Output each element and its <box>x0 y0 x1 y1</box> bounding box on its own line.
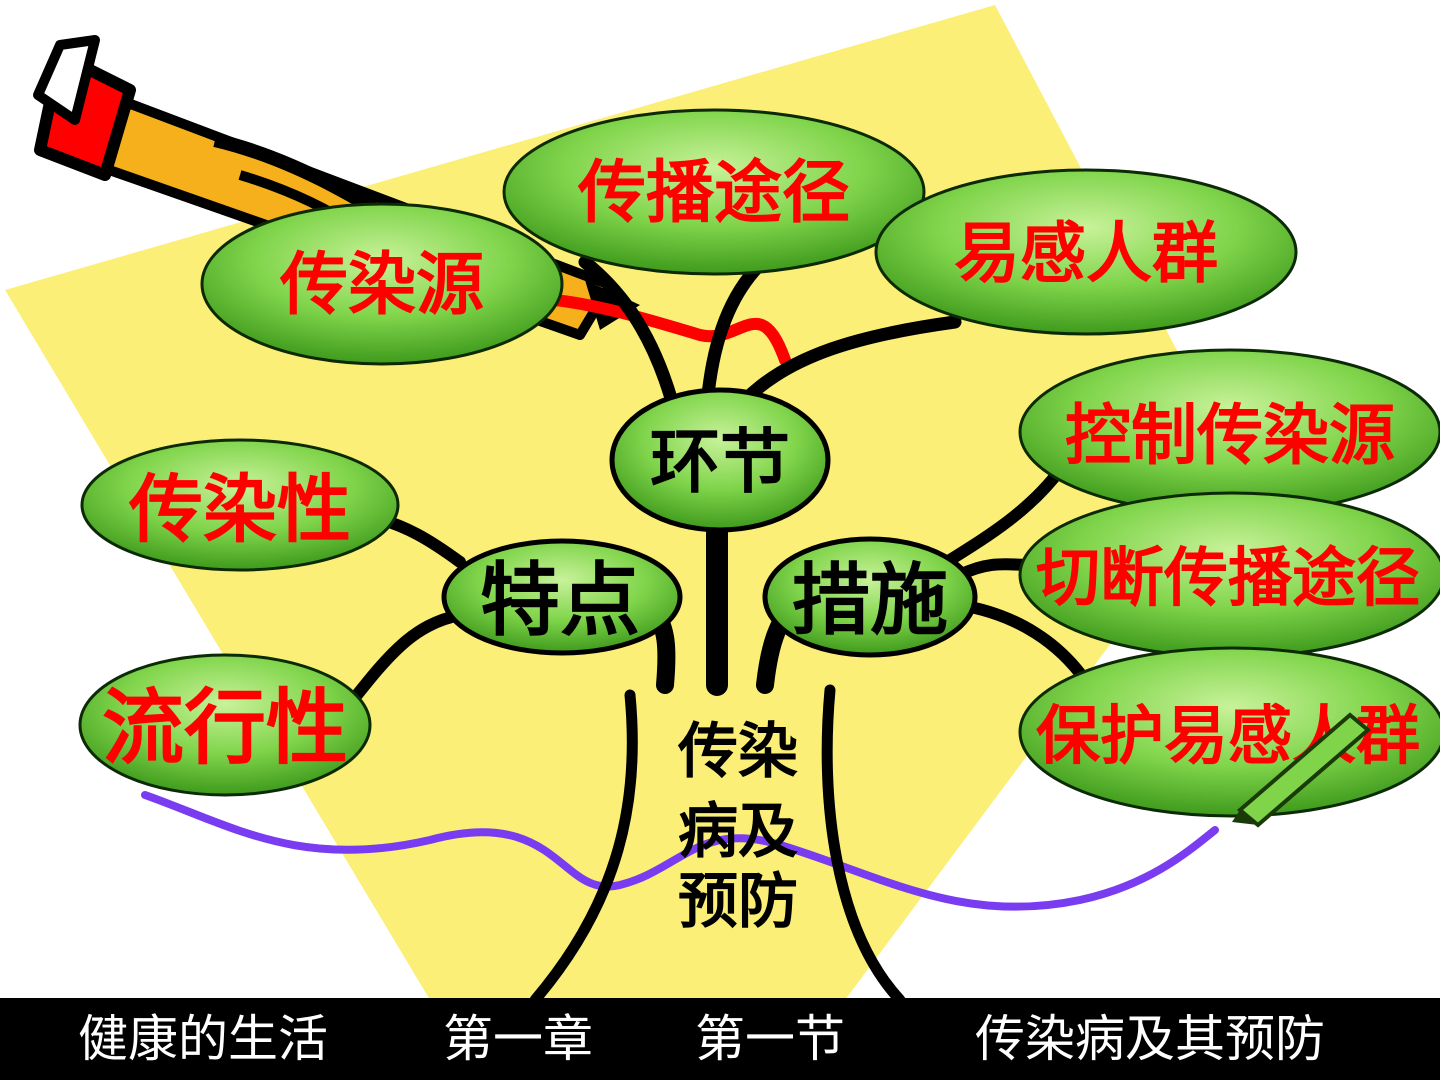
hub-links-label: 环节 <box>650 421 790 503</box>
hub-features-label: 特点 <box>480 554 640 647</box>
footer-book: 健康的生活 <box>78 1010 328 1068</box>
footer-topic: 传染病及其预防 <box>975 1010 1325 1068</box>
small-pencil-icon <box>1232 712 1372 828</box>
root-line-2: 病及 <box>678 797 798 867</box>
red-squiggle-line <box>549 294 791 366</box>
node-control-label: 控制传染源 <box>1065 397 1395 474</box>
node-control: 控制传染源 <box>1018 348 1440 516</box>
node-source-label: 传染源 <box>279 246 484 325</box>
node-cut-label: 切断传播途径 <box>1036 542 1420 616</box>
root-label: 传染 病及 预防 <box>677 717 798 937</box>
node-route: 传播途径 <box>502 108 926 276</box>
node-cut: 切断传播途径 <box>1018 491 1440 659</box>
node-susceptible-label: 易感人群 <box>954 215 1218 292</box>
purple-wavy-line <box>141 791 1219 911</box>
footer-chapter: 第一章 <box>443 1010 593 1068</box>
node-protect: 保护易感人群 <box>1018 646 1440 818</box>
node-epidemic-label: 流行性 <box>102 681 348 776</box>
root-line-3: 预防 <box>678 867 798 937</box>
node-susceptible: 易感人群 <box>874 168 1298 336</box>
node-infectious-label: 传染性 <box>128 467 351 553</box>
mind-map-diagram: 传染源 传播途径 易感人群 环节 传染性 流行性 特点 措施 控制传染源 切断传… <box>5 5 1440 1000</box>
node-infectious: 传染性 <box>80 438 400 572</box>
root-line-1: 传染 <box>677 717 798 787</box>
hub-measures-label: 措施 <box>792 556 948 646</box>
hub-measures: 措施 <box>762 536 978 658</box>
footer-bar: 健康的生活 第一章 第一节 传染病及其预防 <box>0 998 1440 1080</box>
node-epidemic: 流行性 <box>78 653 372 797</box>
footer-section: 第一节 <box>695 1010 845 1068</box>
hub-links: 环节 <box>609 387 831 533</box>
node-route-label: 传播途径 <box>577 154 850 233</box>
node-source: 传染源 <box>200 202 564 366</box>
hub-features: 特点 <box>441 538 683 656</box>
